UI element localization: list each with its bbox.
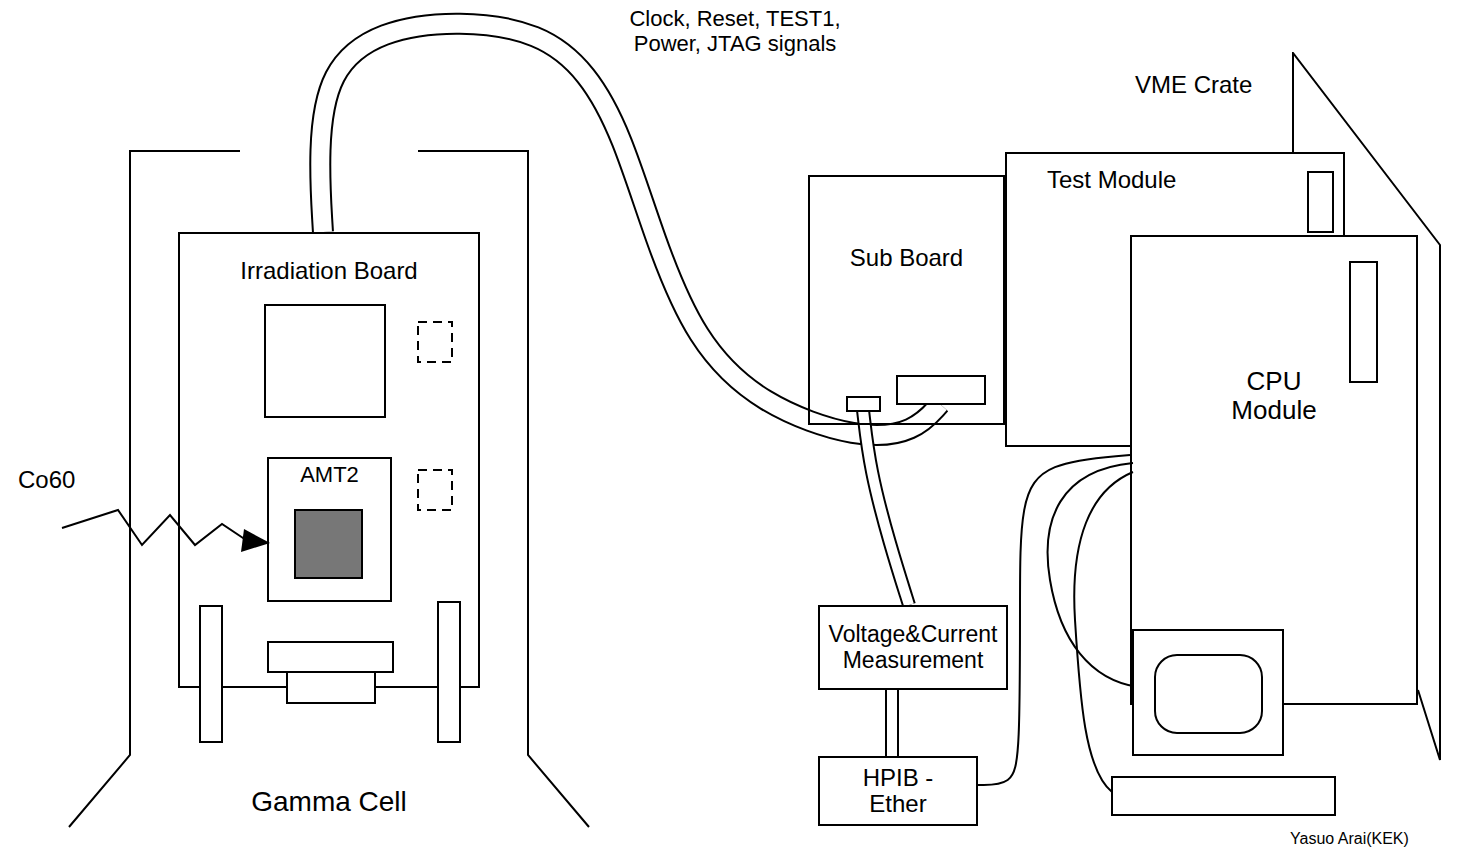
module-box: CPU Module: [1130, 235, 1418, 705]
cable-outline: [863, 410, 909, 605]
node-label: HPIB - Ether: [842, 765, 954, 818]
node-label: VME Crate: [1135, 72, 1252, 98]
chip-package: [265, 305, 385, 417]
credit-note: Yasuo Arai(KEK): [1290, 830, 1409, 848]
cable-connector: [897, 376, 985, 404]
board-connector: [287, 672, 375, 703]
cable-connector: [847, 397, 880, 411]
irradiation-board: AMT2 Irradiation Board: [178, 232, 480, 688]
chip-box: AMT2: [267, 457, 392, 602]
node-label: Irradiation Board: [240, 258, 417, 284]
cable-body: [863, 410, 909, 605]
gamma-cell-wall: [69, 151, 589, 827]
monitor-cable: [1048, 463, 1138, 687]
board-rail: [200, 606, 222, 742]
amt2-die: [295, 510, 362, 578]
gamma-cell: AMT2 Irradiation BoardGamma Cell: [68, 150, 590, 828]
radiation-zigzag: [62, 510, 246, 545]
converter-box: HPIB - Ether: [818, 756, 978, 826]
instrument-box: Voltage&Current Measurement: [818, 605, 1008, 690]
source-label: Co60: [18, 466, 75, 494]
monitor-screen: [1155, 655, 1262, 733]
node-label: Voltage&Current Measurement: [824, 622, 1002, 673]
cable-body: [887, 690, 897, 756]
board-box: Sub Board: [808, 175, 1005, 425]
monitor: [1133, 630, 1283, 755]
node-label: Test Module: [1047, 167, 1176, 193]
node-label: Gamma Cell: [251, 787, 407, 818]
gamma-cell-outline: [68, 150, 590, 828]
board-rail: [438, 602, 460, 742]
cable-outline: [885, 690, 899, 756]
dashed-socket: [418, 470, 452, 510]
node-label: Sub Board: [850, 245, 963, 271]
board-connector: [268, 642, 393, 672]
front-panel-slot: [1308, 172, 1333, 232]
node-label: AMT2: [300, 463, 359, 487]
dashed-socket: [418, 322, 452, 362]
front-panel-slot: [1350, 262, 1377, 382]
keyboard: [1112, 777, 1335, 815]
cable-signal-label: Clock, Reset, TEST1, Power, JTAG signals: [600, 6, 870, 57]
node-label: CPU Module: [1220, 367, 1328, 424]
keyboard-cable: [1074, 472, 1133, 792]
radiation-arrowhead: [241, 529, 270, 552]
cable: [892, 690, 893, 756]
cable: [863, 410, 909, 605]
